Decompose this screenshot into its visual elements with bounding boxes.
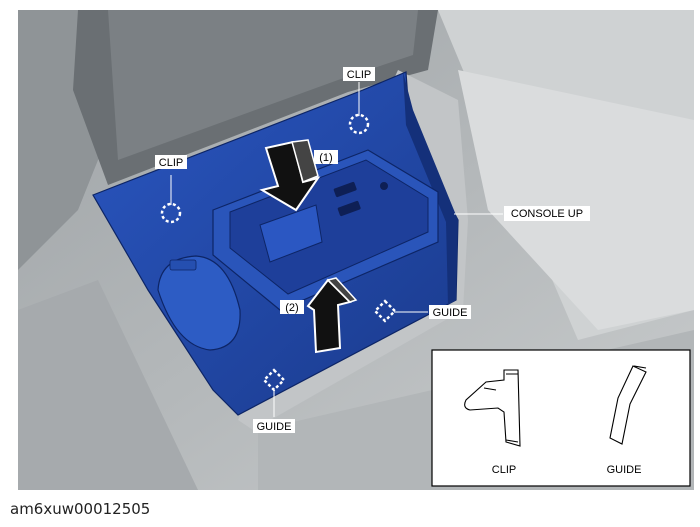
left-lower-trim xyxy=(18,280,198,490)
usb-port-1 xyxy=(333,181,357,198)
callout-step-2: (2) xyxy=(280,300,304,314)
callout-step-2-text: (2) xyxy=(285,302,298,314)
inset-frame xyxy=(431,349,691,487)
callout-console-up-text: CONSOLE UP xyxy=(511,208,583,220)
callout-guide-bottom: GUIDE xyxy=(253,419,295,433)
clip-marker-top xyxy=(348,113,370,135)
armrest-lid-face xyxy=(108,10,418,160)
inset-clip-label: CLIP xyxy=(492,464,516,476)
callout-clip-left-text: CLIP xyxy=(159,157,183,169)
right-upper-surface xyxy=(458,70,694,330)
callout-step-1: (1) xyxy=(314,150,338,164)
socket-lid-tab xyxy=(169,259,197,271)
aux-jack xyxy=(380,182,388,190)
usb-port-2 xyxy=(337,200,361,217)
callout-guide-right: GUIDE xyxy=(429,305,471,319)
guide-marker-right xyxy=(373,299,397,323)
callout-step-1-text: (1) xyxy=(319,152,332,164)
callout-guide-right-text: GUIDE xyxy=(433,307,468,319)
callout-guide-bottom-text: GUIDE xyxy=(257,421,292,433)
inset-guide-label: GUIDE xyxy=(607,464,642,476)
figure-caption: am6xuw00012505 xyxy=(10,500,151,518)
power-outlet-cover xyxy=(259,204,323,263)
inset-guide-drawing xyxy=(609,365,647,445)
inset-legend: CLIP GUIDE xyxy=(431,349,691,487)
callout-console-up: CONSOLE UP xyxy=(504,206,590,221)
callout-clip-top-text: CLIP xyxy=(347,69,371,81)
illustration: CLIP CLIP (1) (2) CONSOLE UP GUIDE GUIDE xyxy=(18,10,694,490)
callout-clip-left: CLIP xyxy=(155,155,187,169)
leader-lines xyxy=(170,82,503,417)
socket-lid xyxy=(157,255,241,351)
panel-side-edge xyxy=(403,72,458,305)
guide-marker-bottom xyxy=(262,368,286,392)
clip-marker-left xyxy=(160,202,182,224)
arrow-step-2 xyxy=(306,277,358,354)
inset-clip-drawing xyxy=(464,369,521,447)
callout-clip-top: CLIP xyxy=(343,67,375,81)
arrow-step-1 xyxy=(259,139,321,212)
